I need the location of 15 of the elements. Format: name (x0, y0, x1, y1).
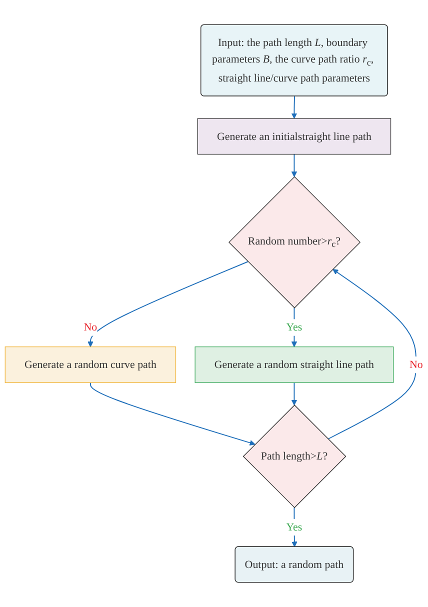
edge-label: Yes (286, 520, 302, 534)
node-box: Generate an initialstraight line path (197, 118, 392, 155)
edge-label: No (409, 358, 423, 371)
node-box: Generate a random curve path (4, 346, 176, 383)
arrow (88, 261, 248, 348)
node-box: Generate a random straight line path (194, 346, 394, 383)
arrow (291, 382, 298, 406)
arrow (291, 154, 298, 178)
arrow (90, 382, 256, 446)
edge-label: No (84, 321, 98, 334)
node-diamond: Random number>r$_{c}$? (228, 176, 361, 308)
node-diamond: Path length>L? (242, 404, 346, 508)
arrow (291, 96, 298, 119)
edge-label: Yes (286, 321, 302, 334)
arrow (328, 269, 417, 440)
